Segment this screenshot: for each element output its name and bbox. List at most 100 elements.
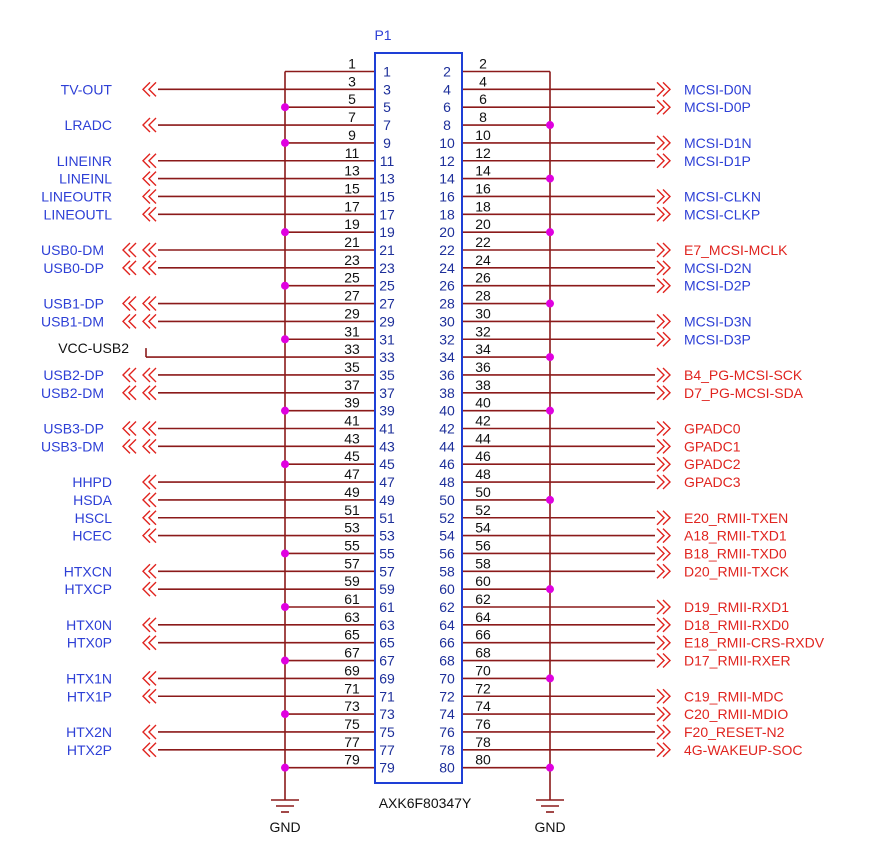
offpage-connector-icon — [148, 438, 157, 454]
offpage-connector-icon — [148, 635, 157, 651]
pin-number: 61 — [379, 599, 395, 615]
pin-number: 71 — [379, 688, 395, 704]
offpage-connector-icon — [656, 421, 665, 436]
net-label: GPADC1 — [684, 438, 741, 454]
pin-number-outer: 25 — [344, 270, 360, 286]
ground-symbols-layer: GND GND — [269, 799, 566, 835]
pin-number-outer: 49 — [344, 484, 360, 500]
offpage-connector-icon — [656, 545, 665, 561]
offpage-connector-icon — [142, 635, 151, 651]
offpage-connector-icon — [148, 688, 157, 704]
pin-number-outer: 76 — [475, 716, 491, 732]
offpage-connector-icon — [148, 117, 157, 133]
offpage-connector-icon — [656, 99, 665, 115]
pin-number: 1 — [383, 64, 391, 80]
pin-number: 64 — [439, 617, 455, 633]
pin-number: 58 — [439, 563, 455, 579]
right-gnd-label: GND — [534, 819, 565, 835]
net-label: F20_RESET-N2 — [684, 724, 785, 740]
pin-number-outer: 80 — [475, 752, 491, 768]
offpage-connector-icon — [148, 563, 157, 579]
offpage-connector-icon — [142, 206, 151, 222]
pin-number: 5 — [383, 99, 391, 115]
pin-number-outer: 45 — [344, 448, 360, 464]
pin-number: 52 — [439, 510, 455, 526]
net-label: LINEINR — [57, 153, 112, 169]
offpage-connector-icon — [662, 528, 671, 544]
pin-number-outer: 35 — [344, 359, 360, 375]
net-label: HTXCP — [65, 581, 112, 597]
junction-dot — [281, 603, 289, 611]
pin-number: 65 — [379, 635, 395, 651]
offpage-connector-icon — [656, 260, 665, 276]
offpage-connector-icon — [662, 242, 671, 258]
offpage-connector-icon — [662, 367, 671, 383]
offpage-connector-icon — [662, 545, 671, 561]
offpage-connector-icon — [656, 653, 665, 669]
offpage-connector-icon — [656, 617, 665, 633]
offpage-connector-icon — [656, 456, 665, 472]
offpage-connector-icon — [656, 510, 665, 526]
pin-number: 24 — [439, 260, 455, 276]
pin-number-outer: 39 — [344, 395, 360, 411]
pin-number-outer: 52 — [475, 502, 491, 518]
pin-number: 72 — [439, 688, 455, 704]
pin-number: 11 — [380, 153, 395, 169]
pin-number: 60 — [439, 581, 455, 597]
pin-number: 42 — [439, 421, 455, 437]
pin-number: 59 — [379, 581, 395, 597]
net-label: LINEOUTR — [41, 188, 112, 204]
pin-number-outer: 16 — [475, 180, 491, 196]
net-label: A18_RMII-TXD1 — [684, 528, 787, 544]
net-label: MCSI-D3N — [684, 313, 752, 329]
pin-number-outer: 58 — [475, 555, 491, 571]
offpage-connector-icon — [122, 421, 131, 436]
offpage-connector-icon — [656, 278, 665, 294]
offpage-connector-icon — [128, 438, 137, 454]
pin-number-outer: 59 — [344, 573, 360, 589]
pin-number-outer: 67 — [344, 645, 360, 661]
pin-number-outer: 53 — [344, 520, 360, 536]
offpage-connector-icon — [148, 724, 157, 740]
offpage-connector-icon — [656, 367, 665, 383]
offpage-connector-icon — [148, 171, 157, 187]
junction-dot — [546, 353, 554, 362]
pin-number-outer: 62 — [475, 591, 491, 607]
junction-dot — [281, 228, 289, 237]
offpage-connector-icon — [656, 313, 665, 329]
offpage-connector-icon — [656, 474, 665, 490]
pin-number: 76 — [439, 724, 455, 740]
pin-number-outer: 9 — [348, 127, 356, 143]
pin-number: 32 — [439, 331, 455, 347]
net-label: 4G-WAKEUP-SOC — [684, 742, 803, 758]
offpage-connector-icon — [148, 206, 157, 222]
offpage-connector-icon — [142, 474, 151, 490]
pin-number: 79 — [379, 760, 395, 776]
net-label: GPADC0 — [684, 421, 741, 437]
pin-number-outer: 6 — [479, 91, 487, 107]
pin-number-outer: 70 — [475, 662, 491, 678]
pin-number: 62 — [439, 599, 455, 615]
offpage-connector-icon — [656, 81, 665, 97]
offpage-connector-icon — [148, 528, 157, 544]
left-gnd-label: GND — [269, 819, 300, 835]
pin-number-outer: 66 — [475, 627, 491, 643]
junction-dot — [546, 763, 554, 772]
junction-dot — [281, 710, 289, 719]
junction-dot — [281, 406, 289, 415]
pin-number: 35 — [379, 367, 395, 383]
pin-number: 39 — [379, 403, 395, 419]
junction-dot — [546, 299, 554, 308]
pin-number: 70 — [439, 670, 455, 686]
offpage-connector-icon — [656, 528, 665, 544]
net-label: D7_PG-MCSI-SDA — [684, 385, 804, 401]
offpage-connector-icon — [142, 438, 151, 454]
offpage-connector-icon — [142, 153, 151, 169]
offpage-connector-icon — [662, 135, 671, 151]
offpage-connector-icon — [142, 385, 151, 401]
offpage-connector-icon — [122, 367, 131, 383]
pin-number-outer: 19 — [344, 216, 360, 232]
offpage-connector-icon — [656, 385, 665, 401]
net-label: HTX0N — [66, 617, 112, 633]
offpage-connector-icon — [142, 260, 151, 276]
